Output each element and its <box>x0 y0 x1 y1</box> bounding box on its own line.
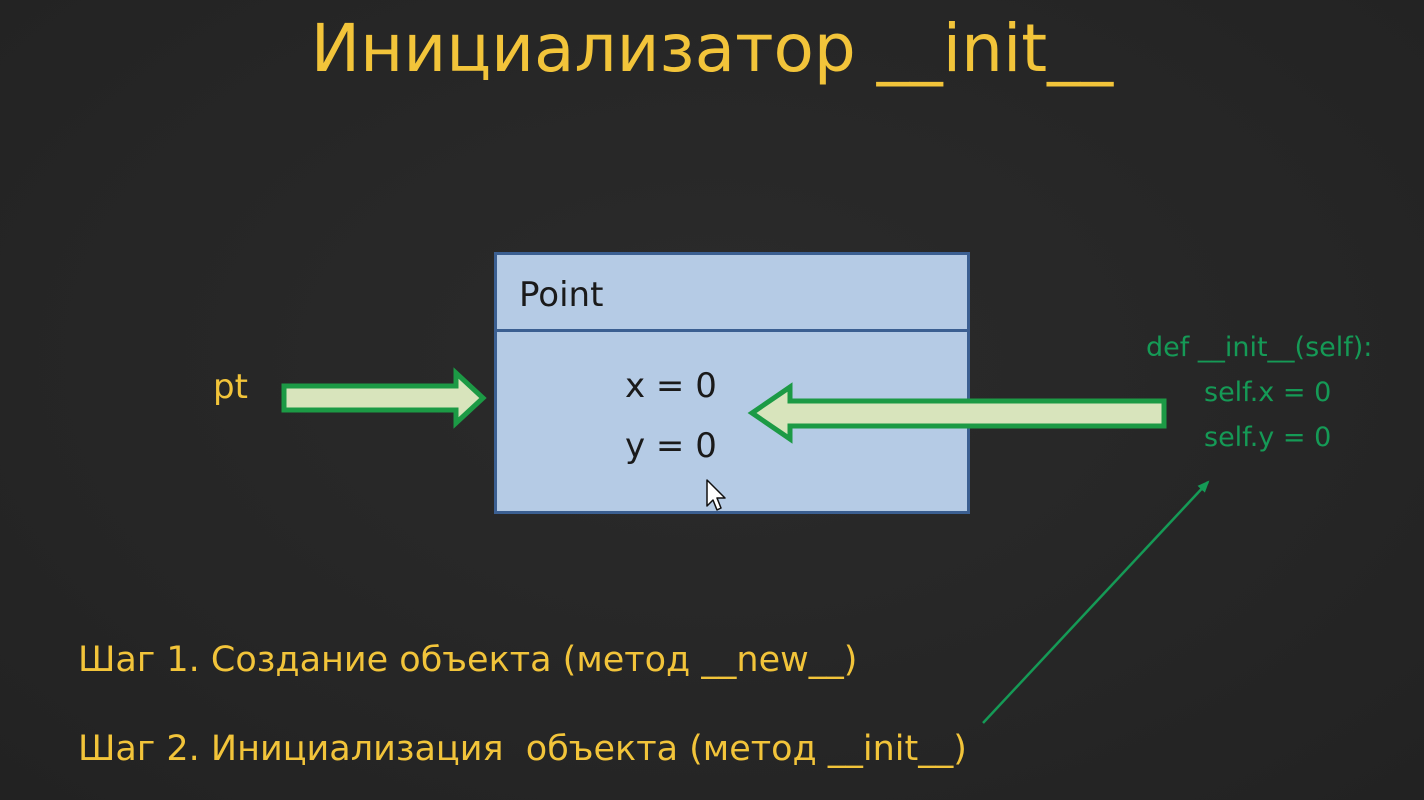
step-2-label: Шаг 2. Инициализация объекта (метод __in… <box>78 729 967 769</box>
class-name: Point <box>519 275 604 315</box>
reference-arrow <box>281 367 487 429</box>
attribute-y: y = 0 <box>625 426 717 466</box>
step-1-label: Шаг 1. Создание объекта (метод __new__) <box>78 640 858 680</box>
slide-title: Инициализатор __init__ <box>310 10 1114 87</box>
code-line-self-y: self.y = 0 <box>1204 422 1332 453</box>
step-2-pointer-arrow <box>982 480 1210 724</box>
code-line-self-x: self.x = 0 <box>1204 377 1332 408</box>
point-object-box: Point x = 0 y = 0 <box>494 252 970 514</box>
variable-label: pt <box>213 367 248 407</box>
object-header: Point <box>497 255 967 332</box>
code-line-def: def __init__(self): <box>1146 332 1373 363</box>
attribute-x: x = 0 <box>625 366 717 406</box>
